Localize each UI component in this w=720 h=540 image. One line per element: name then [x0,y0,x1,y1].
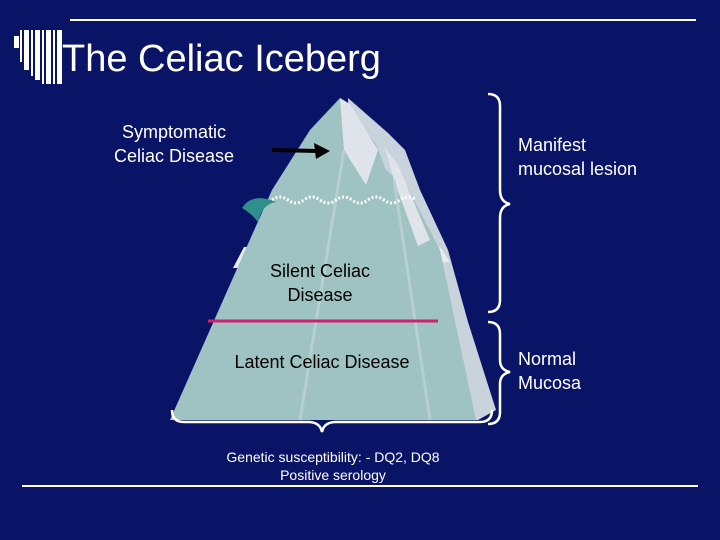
lower-right-bracket [487,320,511,426]
bottom-rule [22,485,698,487]
iceberg-peak-highlight [340,98,378,185]
iceberg-peak-highlight-2 [385,148,430,246]
latent-label: Latent Celiac Disease [234,352,410,372]
upper-right-bracket [487,92,511,314]
top-rule [70,19,696,21]
slide-title: The Celiac Iceberg [62,38,381,80]
symptomatic-label: Symptomatic Celiac Disease [113,122,235,166]
genetic-label: Genetic susceptibility: - DQ2, DQ8 Posit… [226,449,440,483]
silent-label: Silent Celiac Disease [269,261,371,305]
arrow-head-icon [314,143,330,159]
manifest-label: Manifest mucosal lesion [518,135,638,179]
bottom-bracket [170,409,494,433]
water-surface [271,195,417,205]
decorative-bars-icon [14,30,62,84]
fish-fin-icon [242,198,276,222]
arrow-to-peak [271,148,319,153]
iceberg-body [170,98,476,420]
normal-label: Normal Mucosa [518,349,582,393]
